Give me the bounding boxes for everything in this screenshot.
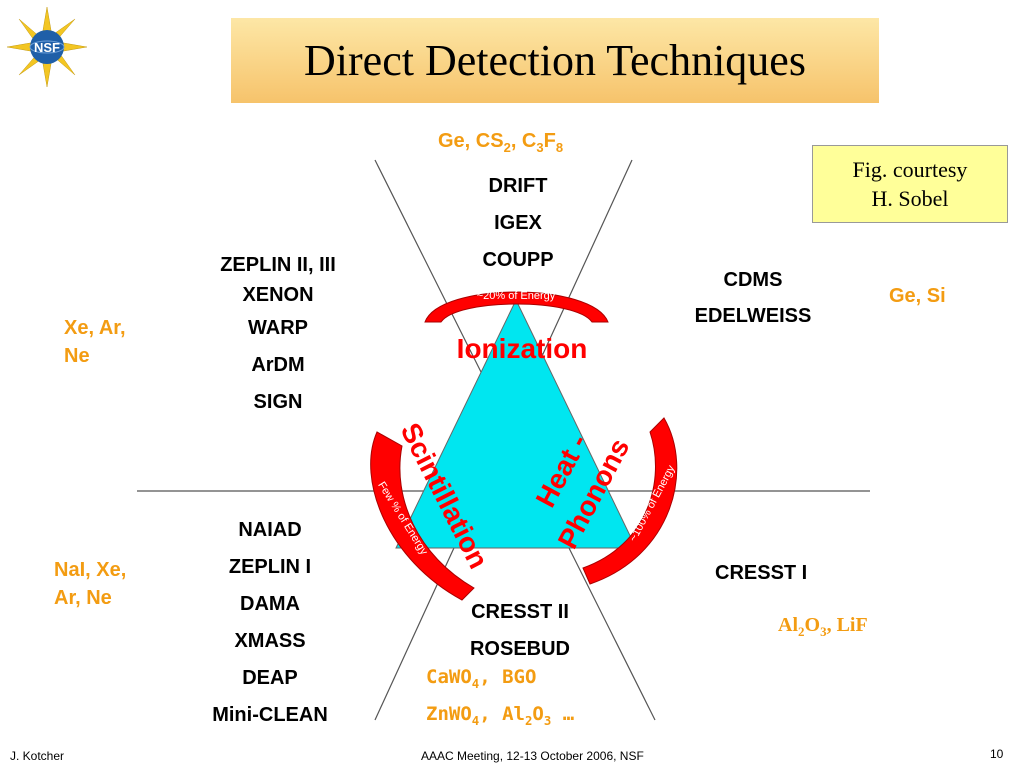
experiment-mini-clean: Mini-CLEAN	[212, 704, 328, 726]
arrow-left	[370, 431, 475, 601]
lower-left-materials: NaI, Xe, Ar, Ne	[54, 559, 127, 609]
experiment-coupp: COUPP	[482, 249, 554, 271]
experiment-cdms: CDMS	[723, 269, 783, 291]
experiment-cresst-i: CRESST I	[715, 562, 808, 584]
top-materials: Ge, CS2, C3F8	[438, 130, 564, 155]
detection-triangle	[395, 298, 637, 549]
page-title: Direct Detection Techniques	[304, 36, 806, 85]
top-experiments: DRIFT IGEX COUPP	[458, 168, 578, 279]
experiment-ardm: ArDM	[251, 354, 305, 376]
bottom-experiments: CRESST II ROSEBUD	[450, 594, 590, 668]
courtesy-note: Fig. courtesy H. Sobel	[812, 145, 1008, 223]
experiment-zeplin-i: ZEPLIN I	[228, 556, 312, 578]
upper-left-materials: Xe, Ar, Ne	[64, 317, 126, 367]
experiment-edelweiss: EDELWEISS	[694, 305, 812, 327]
lower-right-materials: Al2O3, LiF	[778, 614, 868, 639]
ionization-label: Ionization	[457, 333, 588, 364]
upper-left-experiments: ZEPLIN II, III XENON WARP ArDM SIGN	[178, 250, 378, 421]
experiment-cresst-ii: CRESST II	[471, 601, 569, 623]
experiment-xenon: XENON	[242, 284, 314, 306]
experiment-rosebud: ROSEBUD	[469, 638, 570, 660]
upper-right-experiments: CDMS EDELWEISS	[663, 262, 843, 334]
bottom-materials-1: CaWO4, BGO	[426, 666, 537, 691]
title-banner: Direct Detection Techniques	[231, 18, 879, 103]
upper-right-materials: Ge, Si	[889, 285, 946, 307]
courtesy-line-1: Fig. courtesy	[852, 157, 968, 182]
experiment-naiad: NAIAD	[238, 519, 302, 541]
experiment-dama: DAMA	[240, 593, 300, 615]
lower-left-experiments: NAIAD ZEPLIN I DAMA XMASS DEAP Mini-CLEA…	[188, 512, 352, 734]
experiment-deap: DEAP	[242, 667, 298, 689]
experiment-zeplin-ii-iii: ZEPLIN II, III	[220, 254, 336, 276]
arrow-right	[582, 417, 678, 585]
experiment-sign: SIGN	[253, 391, 303, 413]
nsf-logo-text: NSF	[34, 40, 60, 55]
footer-page-number: 10	[990, 747, 1004, 761]
nsf-logo: NSF	[6, 6, 88, 88]
bottom-materials-2: ZnWO4, Al2O3 …	[426, 703, 575, 728]
experiment-drift: DRIFT	[488, 175, 548, 197]
footer-author: J. Kotcher	[10, 749, 65, 763]
courtesy-line-2: H. Sobel	[871, 186, 949, 211]
arrow-top	[424, 291, 609, 323]
experiment-igex: IGEX	[494, 212, 542, 234]
footer-meeting: AAAC Meeting, 12-13 October 2006, NSF	[421, 749, 644, 763]
experiment-xmass: XMASS	[234, 630, 306, 652]
arrow-top-label: ~20% of Energy	[477, 290, 556, 302]
experiment-warp: WARP	[248, 317, 308, 339]
